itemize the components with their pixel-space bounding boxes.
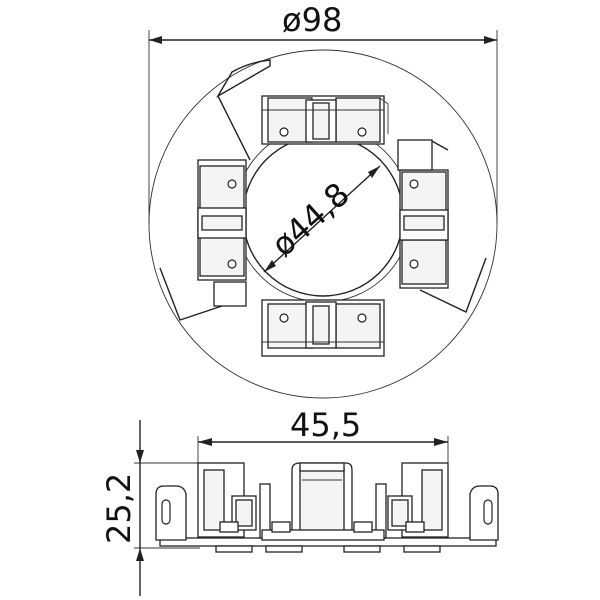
inner-diameter-label: ø44,8 [264, 175, 357, 264]
outer-diameter-dimension: ø98 [148, 1, 498, 224]
mounting-ear-left [155, 485, 187, 541]
petal-cutout-top-left [216, 59, 271, 98]
front-holder-left [197, 462, 257, 538]
width-dimension: 45,5 [197, 406, 449, 472]
width-label: 45,5 [290, 406, 361, 444]
inner-diameter-dimension: ø44,8 [263, 165, 381, 273]
front-view: 45,5 25,2 [100, 406, 499, 596]
petal-cutout-bottom-left [159, 267, 241, 321]
brush-holder-bottom [261, 299, 385, 357]
brush-holder-left [197, 159, 247, 307]
height-label: 25,2 [100, 473, 138, 544]
top-view: ø98 ø44,8 [148, 1, 498, 399]
height-dimension: 25,2 [100, 420, 200, 596]
front-holder-right [387, 462, 449, 538]
petal-cutout-right [419, 257, 487, 313]
petal-edge [217, 95, 251, 161]
brush-holder-right [397, 139, 449, 289]
outer-diameter-label: ø98 [282, 1, 342, 39]
mounting-ear-right [469, 485, 499, 541]
bottom-screws [215, 545, 441, 553]
front-holder-center [259, 462, 387, 541]
petal-edge-right [429, 139, 449, 151]
brush-holder-top [261, 95, 389, 145]
